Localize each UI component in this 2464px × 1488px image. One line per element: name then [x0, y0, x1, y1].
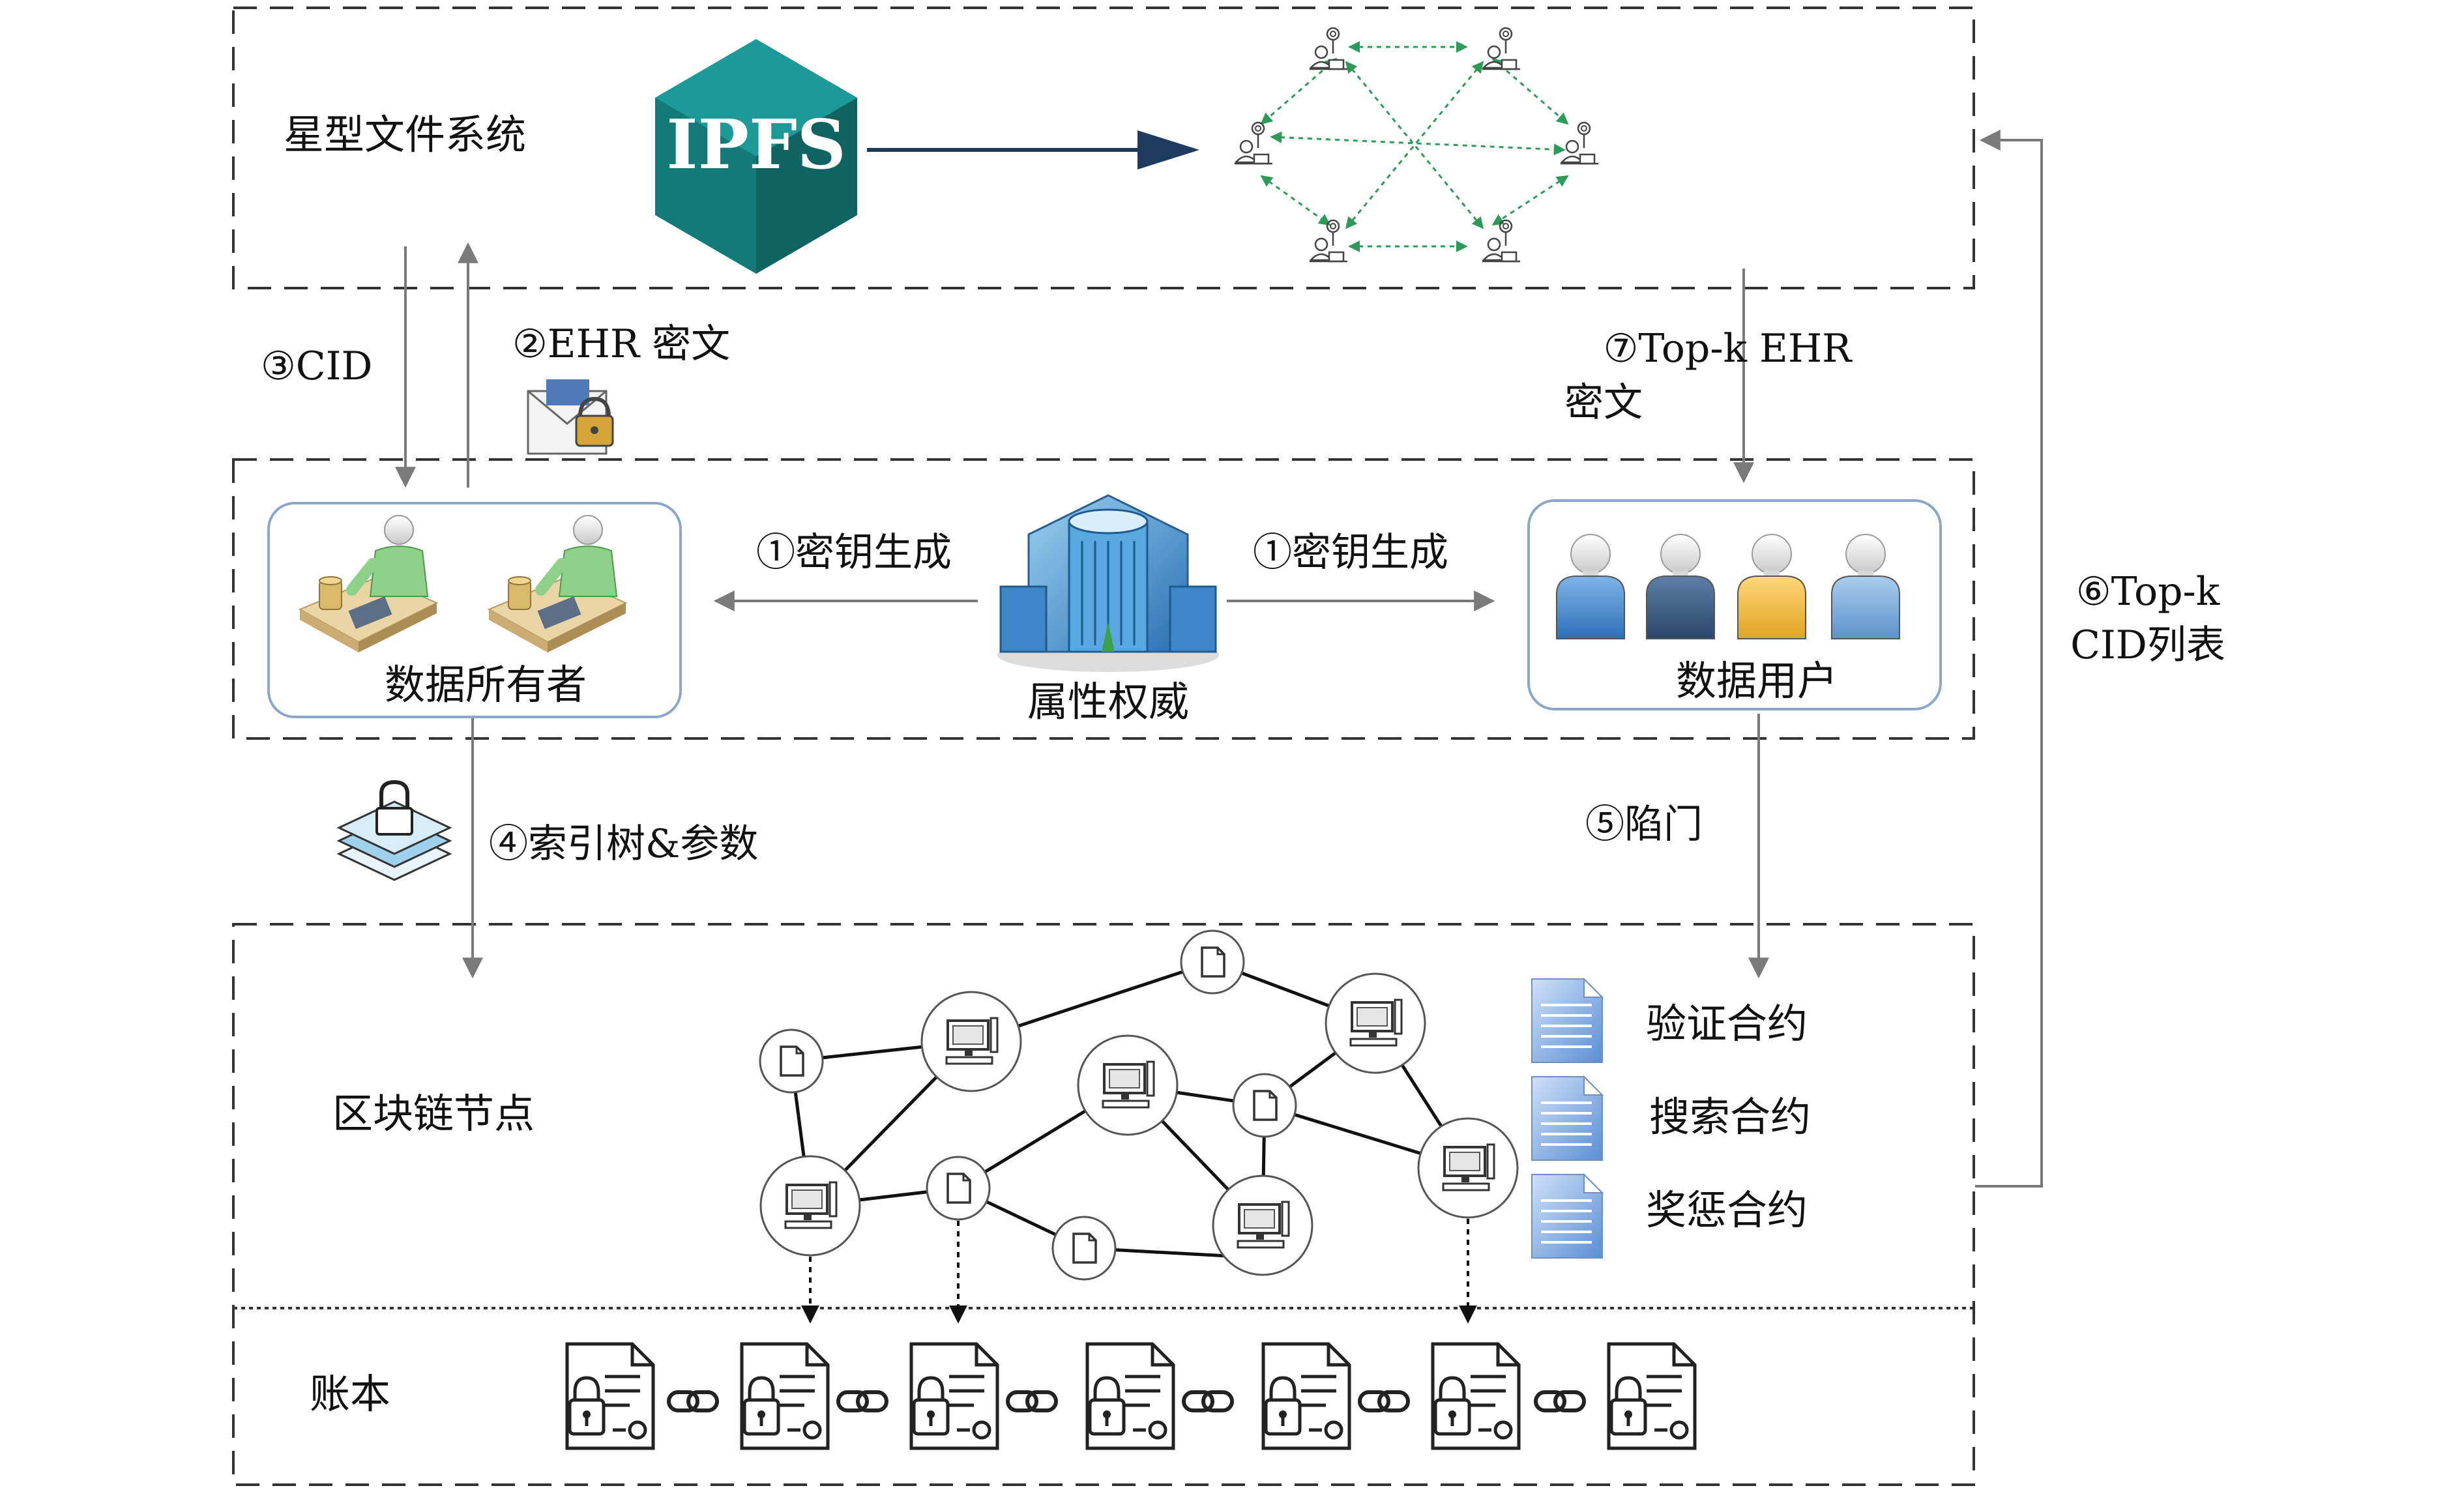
computer-node-icon	[1417, 1117, 1519, 1219]
locked-ledger-block-icon	[1087, 1344, 1173, 1448]
computer-node-icon	[1212, 1174, 1313, 1276]
p2p-node-icon	[1233, 121, 1274, 165]
layered-index-icon	[336, 780, 452, 881]
chain-link-icon	[838, 1392, 887, 1410]
entity-layer-frame	[232, 458, 1975, 740]
search-contract-label: 搜索合约	[1649, 1093, 1811, 1141]
ipfs-layer-frame	[232, 7, 1975, 289]
verification-contract-label: 验证合约	[1646, 1000, 1808, 1047]
p2p-node-icon	[1559, 121, 1600, 165]
office-building-icon	[997, 494, 1219, 672]
ehr-cipher-label: ②EHR 密文	[512, 321, 730, 367]
ipfs-logo-icon: IPFS	[655, 39, 857, 274]
p2p-node-icon	[1308, 27, 1349, 70]
ipfs-to-network-arrowhead	[1137, 130, 1199, 169]
ipfs-layer-label: 星型文件系统	[284, 111, 526, 158]
data-user-panel	[1527, 499, 1942, 710]
topk-ehr-label-line2: 密文	[1564, 380, 1643, 426]
p2p-network	[1233, 27, 1600, 263]
computer-node-icon	[1325, 972, 1426, 1074]
topk-cid-label-line2: CID列表	[2070, 622, 2225, 668]
data-owner-label: 数据所有者	[385, 661, 587, 708]
contract-document-icon	[1531, 1075, 1604, 1161]
cid-label: ③CID	[261, 343, 373, 389]
locked-ledger-block-icon	[1433, 1344, 1519, 1448]
encrypted-envelope-icon	[527, 379, 614, 455]
p2p-node-icon	[1308, 219, 1349, 263]
ipfs-logo-text: IPFS	[666, 104, 846, 184]
chain-link-icon	[1536, 1392, 1584, 1410]
locked-ledger-block-icon	[1609, 1344, 1695, 1448]
document-node-icon	[1232, 1073, 1297, 1138]
topk-cid-label-line1: ⑥Top-k	[2076, 569, 2220, 615]
data-user-label: 数据用户	[1676, 657, 1838, 705]
trapdoor-label: ⑤陷门	[1585, 802, 1703, 847]
computer-node-icon	[1077, 1034, 1179, 1136]
ledger-layer-label: 账本	[310, 1370, 390, 1418]
key-gen-right-label: ①密钥生成	[1253, 530, 1448, 576]
document-node-icon	[1180, 929, 1245, 995]
contract-document-icon	[1531, 978, 1604, 1064]
blockchain-layer-frame	[232, 923, 1975, 1486]
locked-ledger-block-icon	[567, 1344, 653, 1448]
document-node-icon	[926, 1156, 991, 1221]
locked-ledger-block-icon	[742, 1344, 828, 1448]
locked-ledger-block-icon	[1263, 1344, 1349, 1448]
p2p-node-icon	[1481, 219, 1521, 263]
ledger-chain	[567, 1344, 1695, 1448]
topk-ehr-label-line1: ⑦Top-k EHR	[1604, 326, 1853, 372]
chain-link-icon	[1008, 1392, 1056, 1410]
p2p-node-icon	[1481, 27, 1521, 70]
chain-link-icon	[669, 1392, 717, 1410]
reward-penalty-contract-label: 奖惩合约	[1646, 1186, 1808, 1234]
topk-cid-return-arrow	[1975, 130, 2043, 1188]
computer-node-icon	[759, 1155, 861, 1257]
key-gen-left-label: ①密钥生成	[756, 530, 952, 576]
blockchain-layer-label: 区块链节点	[332, 1090, 535, 1137]
contract-document-icon	[1531, 1173, 1604, 1259]
blockchain-network-graph	[759, 929, 1519, 1281]
document-node-icon	[759, 1028, 824, 1094]
chain-link-icon	[1184, 1392, 1232, 1410]
attribute-authority-label: 属性权威	[1027, 678, 1189, 725]
locked-ledger-block-icon	[911, 1344, 997, 1448]
index-tree-label: ④索引树&参数	[489, 821, 758, 867]
chain-link-icon	[1360, 1392, 1408, 1410]
document-node-icon	[1051, 1216, 1117, 1281]
computer-node-icon	[920, 991, 1022, 1092]
